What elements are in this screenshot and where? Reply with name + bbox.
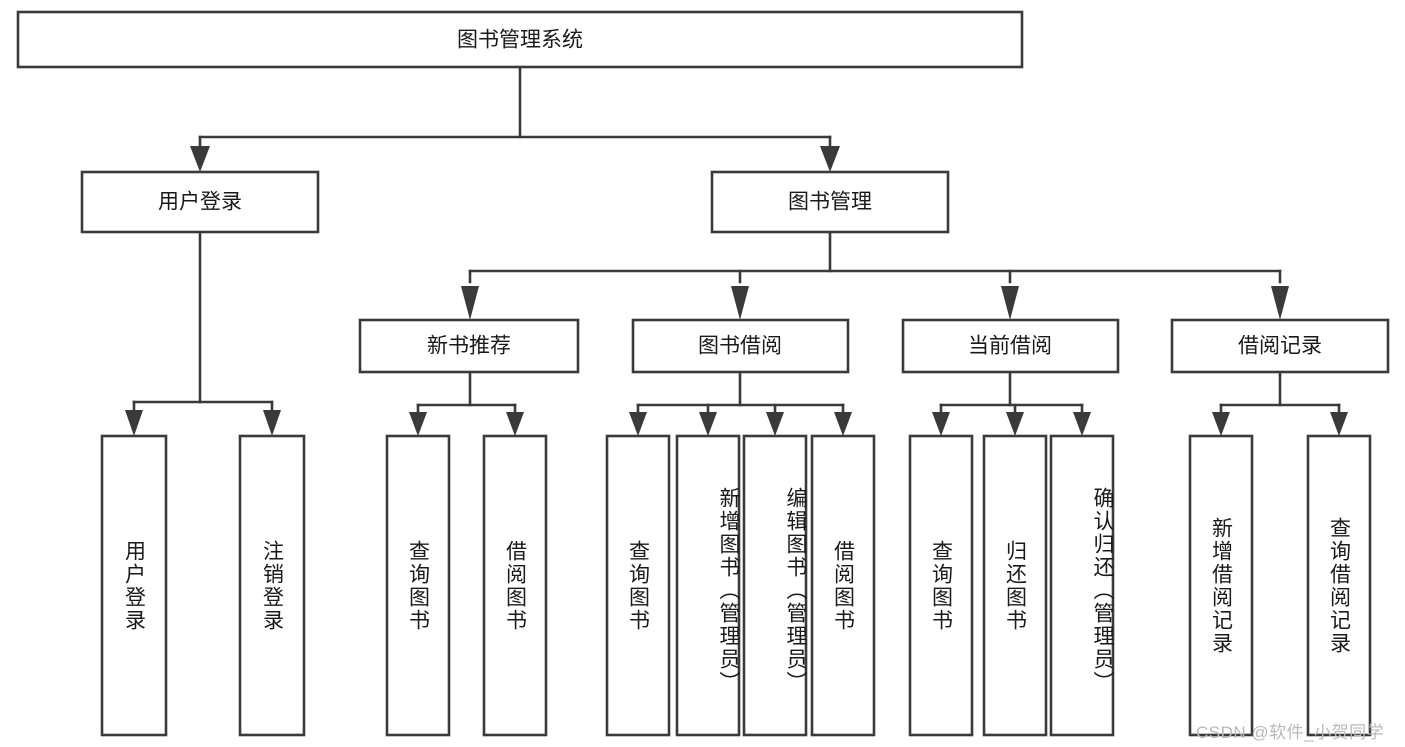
node-box-leaf-query-borrow-record[interactable] xyxy=(1306,434,1372,737)
node-box-leaf-query-book-1[interactable] xyxy=(385,434,451,737)
arrow-head-leaf-user-login xyxy=(125,410,143,436)
node-box-leaf-edit-book-admin[interactable] xyxy=(742,434,808,737)
boxes-layer: 图书管理系统 用户登录 图书管理 新书推荐 图书借阅 当前借阅 借阅记录 xyxy=(16,10,1390,737)
arrow-head-leaf-borrow-book-2 xyxy=(834,412,852,436)
node-label-book-manage: 图书管理 xyxy=(788,191,872,214)
node-box-root[interactable] xyxy=(16,10,1024,69)
arrow-head-leaf-add-borrow-record xyxy=(1212,412,1230,436)
arrow-head-leaf-query-book-1 xyxy=(409,412,427,436)
node-box-leaf-query-book-2[interactable] xyxy=(605,434,671,737)
node-box-user-login[interactable] xyxy=(80,170,320,234)
node-label-borrow-record: 借阅记录 xyxy=(1238,335,1322,358)
node-box-book-manage[interactable] xyxy=(710,170,950,234)
node-box-leaf-confirm-return-admin[interactable] xyxy=(1049,434,1115,737)
arrow-head-new-book-recommend xyxy=(461,286,479,320)
node-box-borrow-record[interactable] xyxy=(1170,318,1390,374)
node-box-leaf-borrow-book-2[interactable] xyxy=(810,434,876,737)
arrow-head-user-login xyxy=(190,146,210,172)
node-box-leaf-return-book[interactable] xyxy=(982,434,1048,737)
arrow-head-book-manage xyxy=(820,146,840,172)
arrow-head-borrow-record xyxy=(1271,286,1289,320)
node-box-leaf-user-login[interactable] xyxy=(100,434,168,737)
arrow-head-book-borrow xyxy=(731,286,749,320)
arrow-head-leaf-query-book-2 xyxy=(629,412,647,436)
node-box-leaf-add-borrow-record[interactable] xyxy=(1188,434,1254,737)
node-box-leaf-add-book-admin[interactable] xyxy=(675,434,741,737)
arrow-head-leaf-logout-login xyxy=(263,410,281,436)
node-label-user-login: 用户登录 xyxy=(158,191,242,214)
arrow-head-leaf-add-book-admin xyxy=(699,412,717,436)
node-box-current-borrow[interactable] xyxy=(901,318,1120,374)
node-label-root: 图书管理系统 xyxy=(457,29,583,52)
node-box-new-book-recommend[interactable] xyxy=(358,318,580,374)
arrow-head-leaf-confirm-return-admin xyxy=(1073,412,1091,436)
arrow-head-leaf-edit-book-admin xyxy=(766,412,784,436)
arrow-head-leaf-query-borrow-record xyxy=(1330,412,1348,436)
node-label-current-borrow: 当前借阅 xyxy=(968,335,1052,358)
connectors-layer xyxy=(125,65,1348,436)
node-box-leaf-logout-login[interactable] xyxy=(238,434,306,737)
node-box-book-borrow[interactable] xyxy=(631,318,850,374)
arrow-head-leaf-return-book xyxy=(1006,412,1024,436)
arrow-head-leaf-borrow-book-1 xyxy=(506,412,524,436)
arrow-head-current-borrow xyxy=(1001,286,1019,320)
arrow-head-leaf-query-book-3 xyxy=(932,412,950,436)
csdn-watermark: CSDN @软件_小贺同学 xyxy=(1196,723,1385,742)
node-label-new-book-recommend: 新书推荐 xyxy=(427,335,511,358)
node-box-leaf-query-book-3[interactable] xyxy=(908,434,974,737)
node-box-leaf-borrow-book-1[interactable] xyxy=(482,434,548,737)
node-label-book-borrow: 图书借阅 xyxy=(698,335,782,358)
